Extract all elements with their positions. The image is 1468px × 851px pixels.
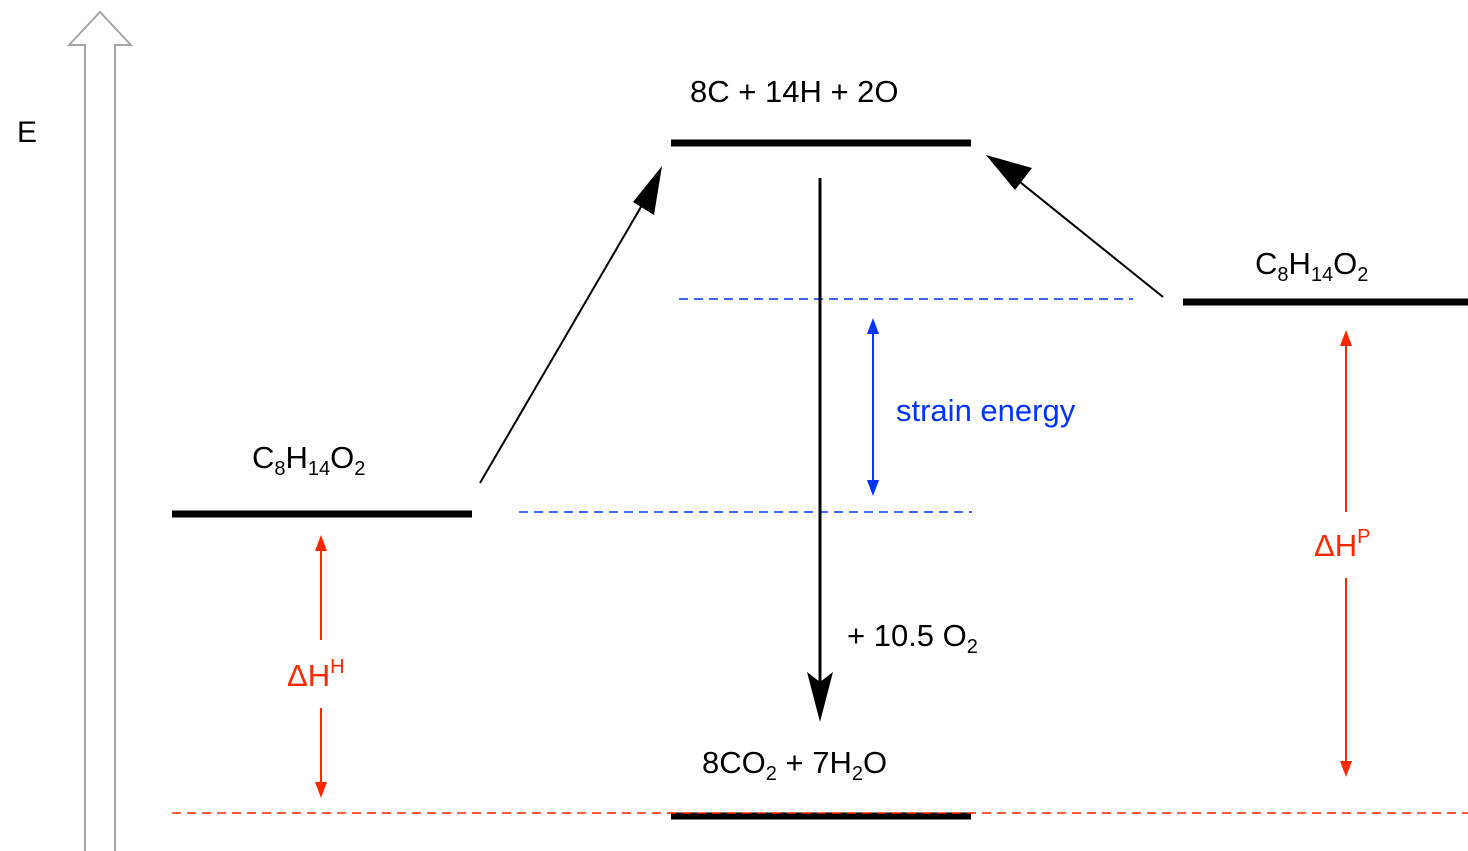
energy-axis-arrow	[66, 10, 134, 851]
reagent-label: + 10.5 O2	[847, 618, 978, 658]
atomization-arrow-left	[479, 199, 646, 484]
energy-axis-label: E	[17, 116, 38, 149]
atoms-level-label: 8C + 14H + 2O	[690, 74, 899, 109]
products-label: 8CO2 + 7H2O	[702, 745, 888, 785]
right-isomer-label: C8H14O2	[1255, 246, 1369, 286]
enthalpy-right-label: ΔHP	[1314, 526, 1371, 563]
atomization-arrow-right-head	[986, 155, 1032, 190]
left-isomer-label: C8H14O2	[252, 440, 366, 480]
atomization-arrow-left-head	[633, 166, 662, 215]
atomization-arrow-right	[1014, 177, 1164, 298]
combustion-arrow-head	[807, 672, 833, 722]
strain-energy-label: strain energy	[896, 393, 1076, 428]
enthalpy-left-label: ΔHH	[287, 656, 345, 693]
